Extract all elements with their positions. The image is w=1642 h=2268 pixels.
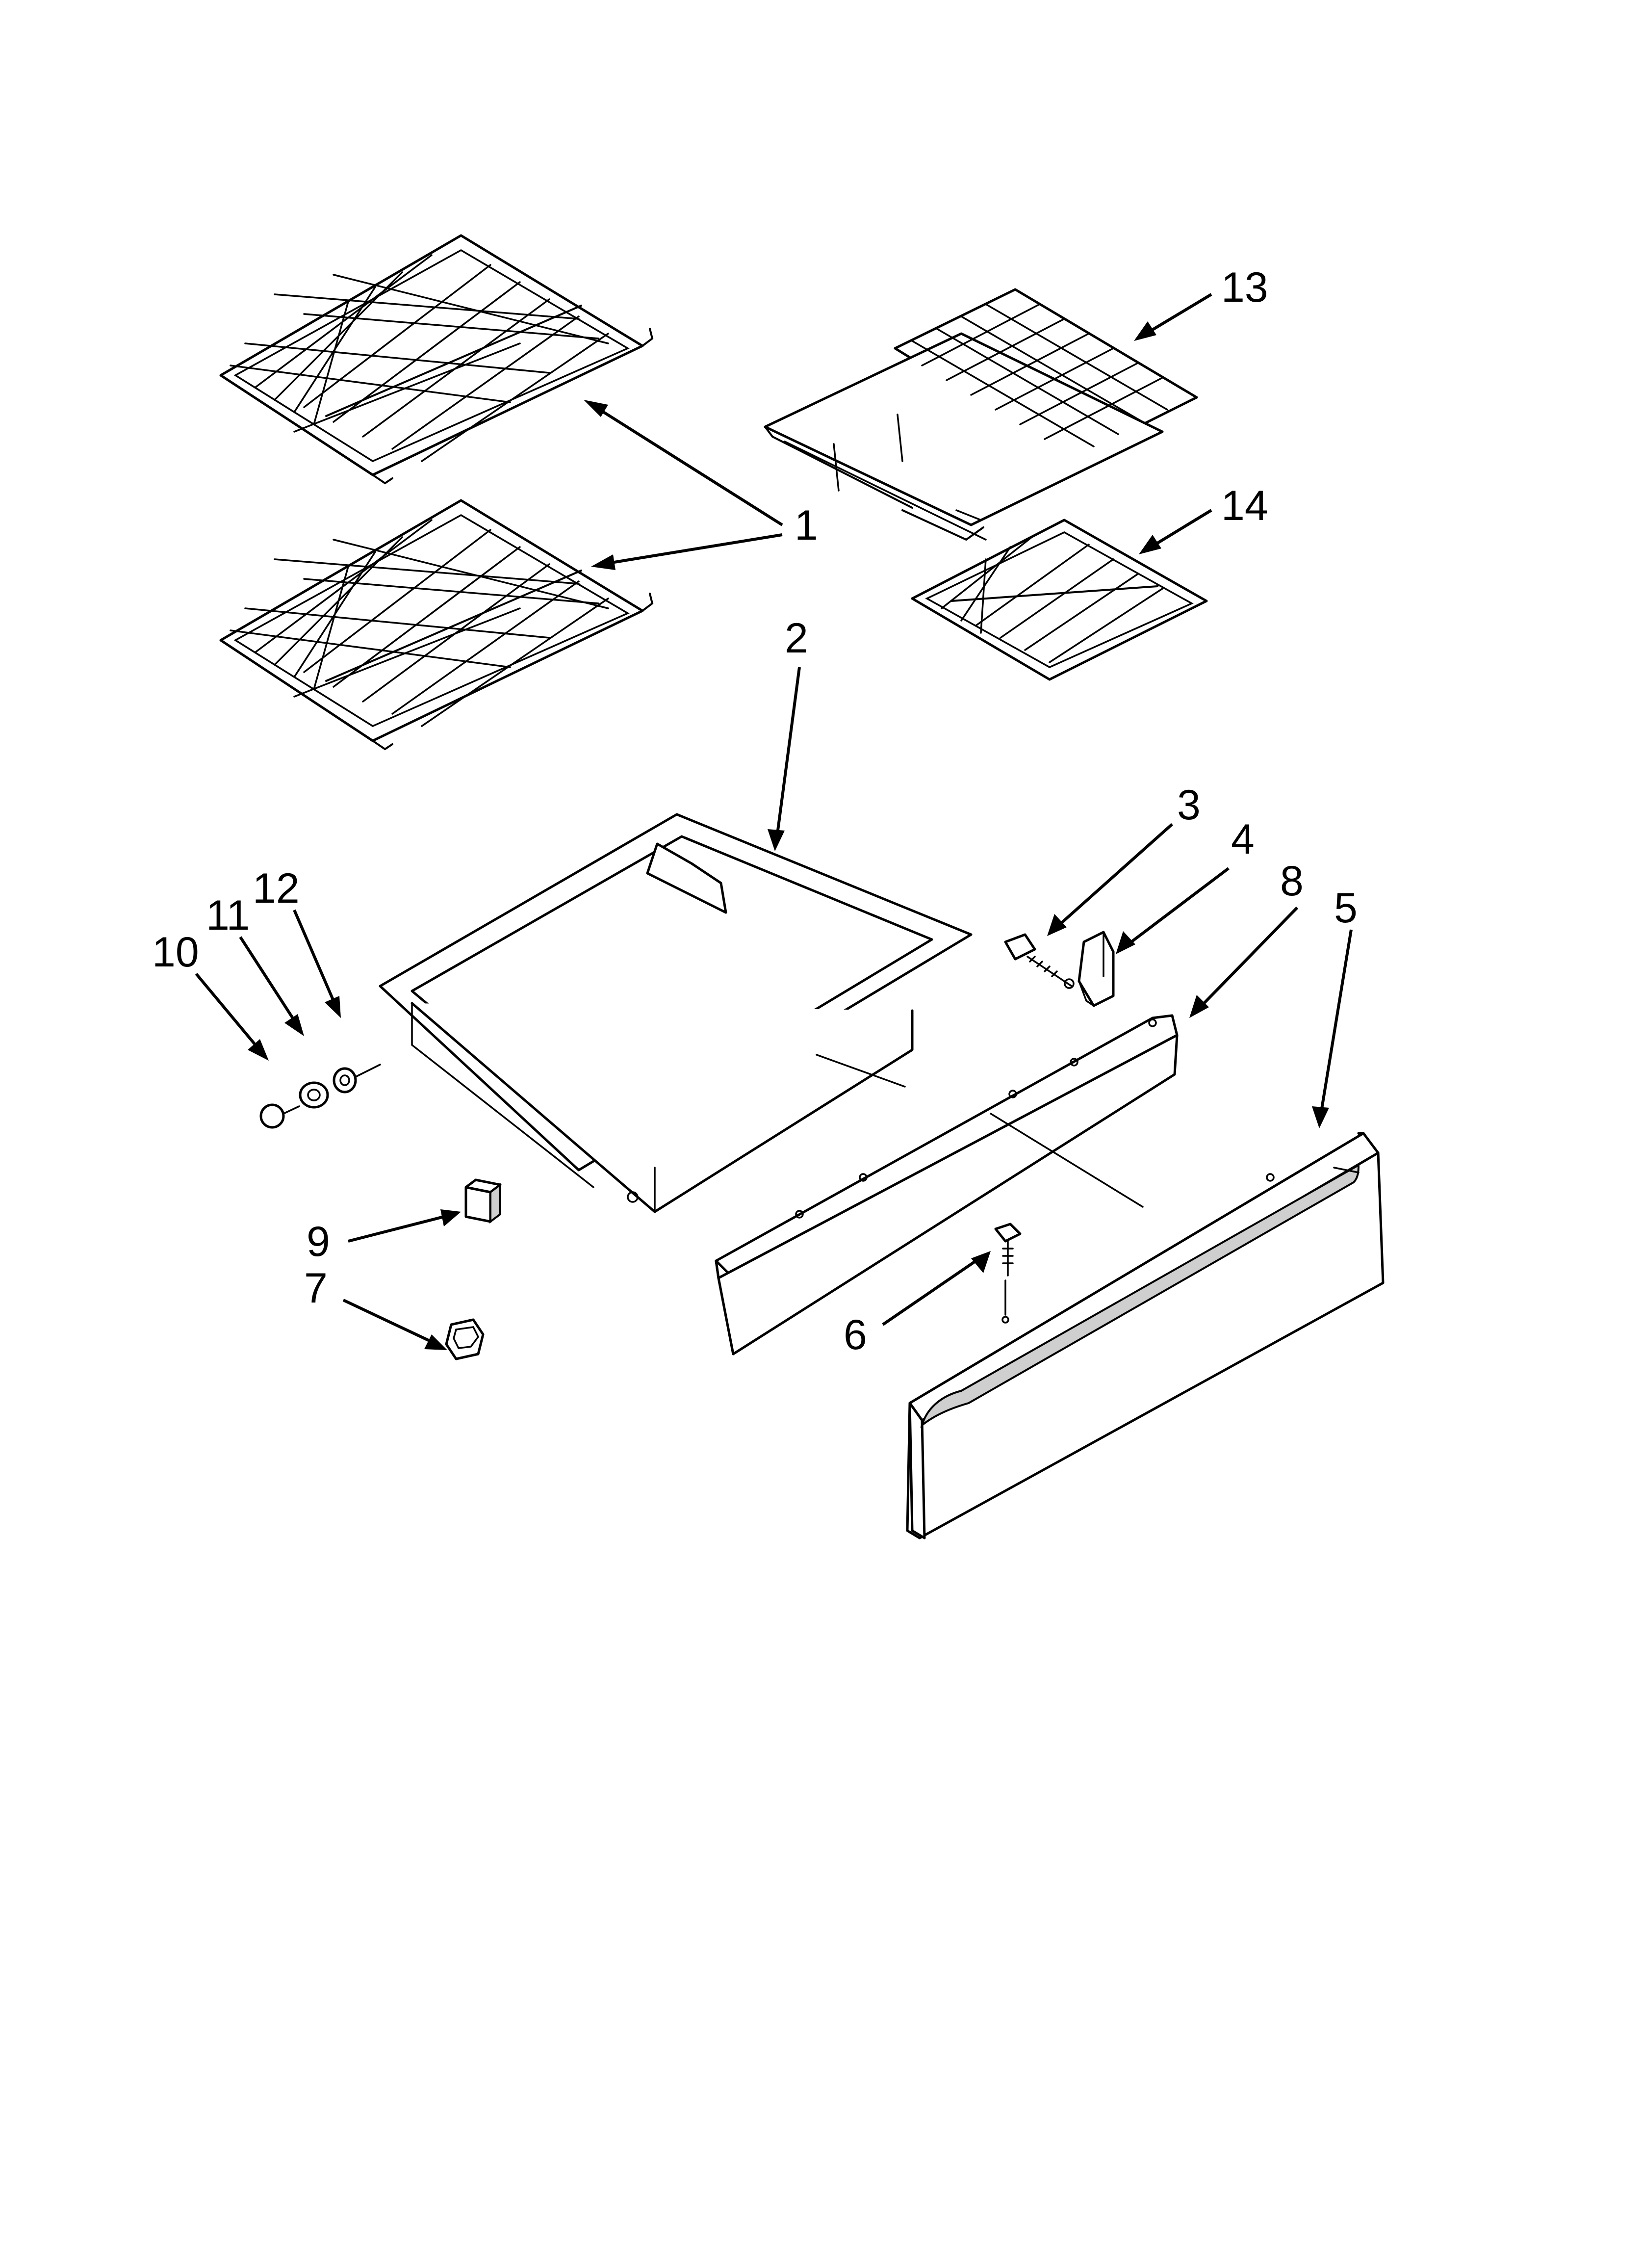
leader-1a	[592, 404, 783, 526]
callout-3: 3	[1177, 782, 1201, 829]
arrow-14	[1139, 535, 1161, 554]
leader-11	[239, 936, 296, 1021]
leader-3	[1058, 823, 1173, 926]
arrow-11	[284, 1014, 304, 1036]
leader-6	[882, 1259, 977, 1326]
alignment-lines	[816, 1054, 1144, 1208]
callout-13: 13	[1221, 264, 1268, 311]
sliding-rack-13	[764, 288, 1198, 541]
leader-1b	[608, 533, 783, 565]
arrow-9	[440, 1209, 461, 1226]
drawer-roller-parts	[259, 1064, 381, 1129]
callout-8: 8	[1280, 858, 1304, 905]
arrow-12	[325, 996, 341, 1018]
callout-9: 9	[307, 1218, 330, 1265]
drawer-pan-2	[379, 813, 973, 1213]
callout-1: 1	[795, 502, 818, 549]
arrow-6	[971, 1251, 991, 1273]
callout-11: 11	[206, 892, 250, 939]
callout-14: 14	[1221, 482, 1268, 529]
arrow-1a	[584, 400, 608, 417]
leader-14	[1154, 509, 1212, 546]
screw-6	[994, 1223, 1022, 1324]
callout-leaders	[195, 293, 1353, 1350]
callout-4: 4	[1231, 816, 1255, 863]
arrow-4	[1116, 931, 1135, 954]
arrow-2	[768, 829, 785, 851]
leader-8	[1200, 906, 1299, 1007]
callout-6: 6	[844, 1311, 867, 1358]
arrow-10	[248, 1039, 269, 1061]
leader-4	[1127, 867, 1230, 946]
arrow-7	[424, 1334, 447, 1350]
callout-2: 2	[785, 615, 808, 662]
callout-10: 10	[152, 929, 199, 976]
callout-5: 5	[1334, 885, 1358, 932]
leader-2	[776, 667, 801, 834]
small-rack-14	[911, 519, 1208, 681]
leader-9	[348, 1215, 444, 1243]
callout-labels: 1 2 3 4 5 6 7 8 9 10 11 12 13 14	[152, 264, 1358, 1358]
bumper-9	[464, 1178, 502, 1224]
leader-13	[1149, 293, 1212, 333]
arrow-5	[1312, 1106, 1329, 1128]
drawer-front-panel-5	[906, 1132, 1385, 1539]
arrow-13	[1134, 321, 1156, 341]
callout-12: 12	[253, 865, 300, 912]
arrow-1b	[591, 554, 616, 570]
arrow-3	[1047, 914, 1067, 936]
callout-7: 7	[304, 1265, 328, 1312]
leader-10	[195, 973, 259, 1048]
screw-3	[1004, 933, 1073, 987]
leader-12	[293, 909, 335, 1002]
leader-5	[1320, 929, 1353, 1109]
oven-rack-upper	[219, 234, 654, 485]
bracket-4	[1064, 931, 1115, 1007]
oven-rack-lower	[219, 499, 654, 751]
nut-7	[445, 1318, 485, 1360]
arrow-8	[1189, 995, 1209, 1018]
leader-7	[342, 1299, 433, 1343]
front-trim-8	[715, 1014, 1179, 1356]
